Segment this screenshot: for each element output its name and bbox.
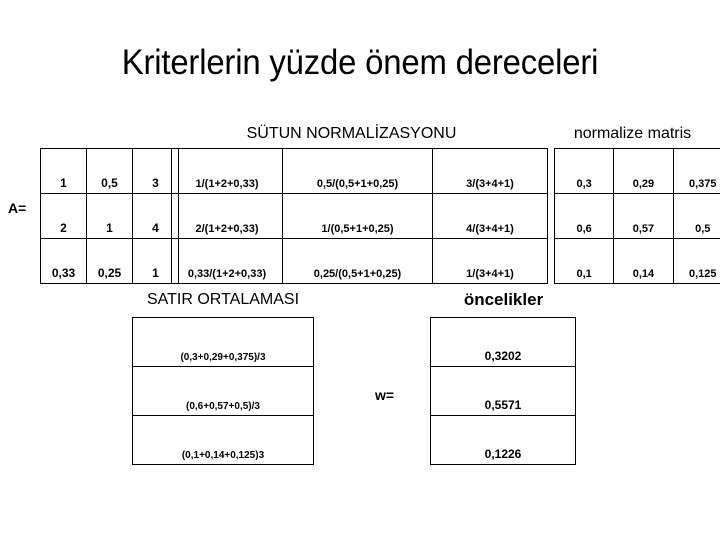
row-average-table: (0,3+0,29+0,375)/3 (0,6+0,57+0,5)/3 (0,1… (132, 317, 314, 465)
cell-a-r1c2: 0,5 (86, 148, 133, 194)
column-normalization-table: 1/(1+2+0,33) 0,5/(0,5+1+0,25) 3/(3+4+1) … (171, 148, 548, 284)
table-row: 2/(1+2+0,33) 1/(0,5+1+0,25) 4/(3+4+1) (171, 193, 548, 239)
cell-priority-r3: 0,1226 (430, 415, 576, 465)
cell-priority-r2: 0,5571 (430, 366, 576, 416)
table-row: 0,1226 (430, 415, 576, 465)
table-row: 0,1 0,14 0,125 (553, 238, 720, 284)
table-row: 1 0,5 3 (40, 148, 179, 194)
cell-rowavg-r3: (0,1+0,14+0,125)3 (132, 415, 314, 465)
cell-a-r3c1: 0,33 (40, 238, 87, 284)
cell-norm-r2c2: 0,57 (613, 193, 674, 239)
priorities-vector-label: w= (375, 387, 395, 403)
cell-norm-r3c3: 0,125 (672, 238, 720, 284)
cell-colnorm-r1c1: 1/(1+2+0,33) (171, 148, 283, 194)
table-row: 2 1 4 (40, 193, 179, 239)
cell-rowavg-r1: (0,3+0,29+0,375)/3 (132, 317, 314, 367)
cell-norm-r3c2: 0,14 (613, 238, 674, 284)
table-row: 1/(1+2+0,33) 0,5/(0,5+1+0,25) 3/(3+4+1) (171, 148, 548, 194)
table-row: 0,3 0,29 0,375 (553, 148, 720, 194)
column-normalization-caption: SÜTUN NORMALİZASYONU (246, 125, 457, 142)
normalized-matrix-table: 0,3 0,29 0,375 0,6 0,57 0,5 0,1 0,14 0,1… (553, 148, 720, 284)
cell-a-r3c2: 0,25 (86, 238, 133, 284)
cell-a-r1c1: 1 (40, 148, 87, 194)
cell-norm-r3c1: 0,1 (553, 238, 615, 284)
cell-colnorm-r1c3: 3/(3+4+1) (432, 148, 548, 194)
table-row: 0,33 0,25 1 (40, 238, 179, 284)
cell-colnorm-r2c2: 1/(0,5+1+0,25) (282, 193, 433, 239)
cell-norm-r2c3: 0,5 (672, 193, 720, 239)
cell-colnorm-r2c3: 4/(3+4+1) (432, 193, 548, 239)
cell-colnorm-r2c1: 2/(1+2+0,33) (171, 193, 283, 239)
cell-priority-r1: 0,3202 (430, 317, 576, 367)
cell-colnorm-r1c2: 0,5/(0,5+1+0,25) (282, 148, 433, 194)
matrix-a-table: 1 0,5 3 2 1 4 0,33 0,25 1 (40, 148, 179, 284)
table-row: 0,3202 (430, 317, 576, 367)
cell-norm-r1c2: 0,29 (613, 148, 674, 194)
row-average-caption: SATIR ORTALAMASI (146, 291, 300, 308)
priorities-table: 0,3202 0,5571 0,1226 (430, 317, 576, 465)
cell-a-r2c2: 1 (86, 193, 133, 239)
matrix-a-label: A= (8, 200, 27, 216)
table-row: 0,6 0,57 0,5 (553, 193, 720, 239)
table-row: 0,5571 (430, 366, 576, 416)
table-row: (0,6+0,57+0,5)/3 (132, 366, 314, 416)
normalized-matrix-caption: normalize matris (573, 125, 692, 142)
priorities-caption: öncelikler (463, 290, 544, 309)
cell-colnorm-r3c2: 0,25/(0,5+1+0,25) (282, 238, 433, 284)
cell-a-r2c1: 2 (40, 193, 87, 239)
cell-norm-r2c1: 0,6 (553, 193, 615, 239)
table-row: (0,3+0,29+0,375)/3 (132, 317, 314, 367)
cell-rowavg-r2: (0,6+0,57+0,5)/3 (132, 366, 314, 416)
cell-norm-r1c3: 0,375 (672, 148, 720, 194)
cell-colnorm-r3c3: 1/(3+4+1) (432, 238, 548, 284)
cell-colnorm-r3c1: 0,33/(1+2+0,33) (171, 238, 283, 284)
page-title: Kriterlerin yüzde önem dereceleri (121, 43, 599, 82)
cell-norm-r1c1: 0,3 (553, 148, 615, 194)
table-row: 0,33/(1+2+0,33) 0,25/(0,5+1+0,25) 1/(3+4… (171, 238, 548, 284)
table-row: (0,1+0,14+0,125)3 (132, 415, 314, 465)
